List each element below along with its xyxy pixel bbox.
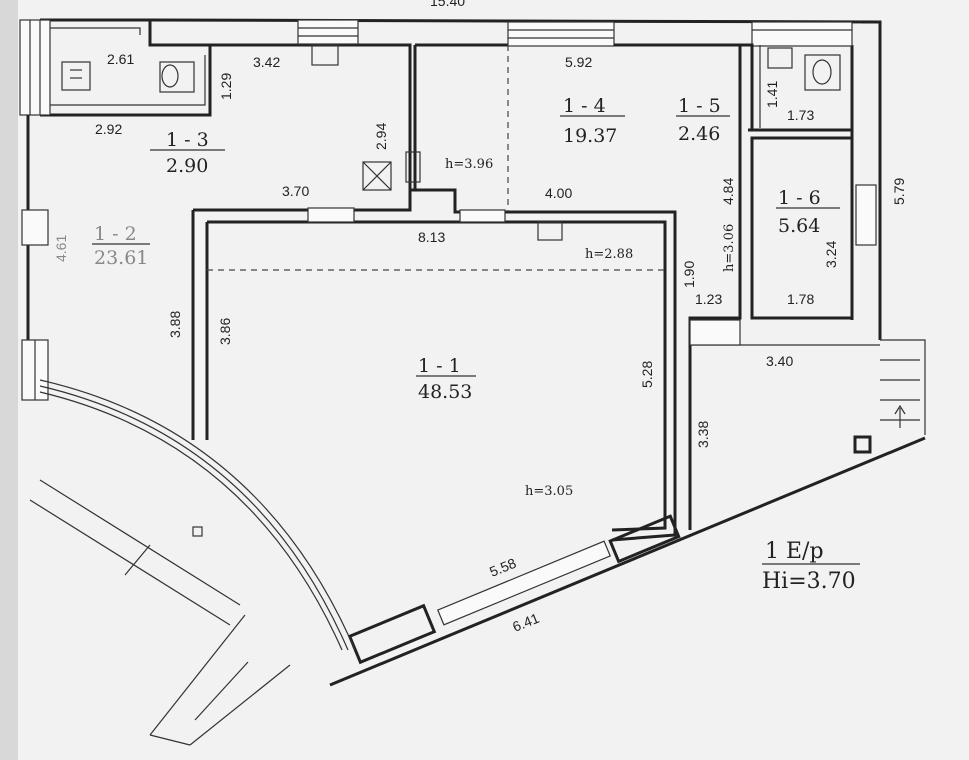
sink-left [61,61,91,91]
fixture-hall [537,221,563,241]
room-1-6-walls [750,136,854,320]
left-toilet-inner [50,27,206,106]
room-1-2-area: 23.61 [94,247,148,269]
dim-4-84: 4.84 [720,178,736,205]
dim-3-38: 3.38 [695,421,711,448]
top-window-3 [751,21,853,47]
dim-5-79: 5.79 [891,178,907,205]
left-window-1 [21,209,49,246]
entrance-steps [29,479,291,746]
dim-2-94: 2.94 [373,123,389,150]
vent-shaft-x2 [362,161,392,191]
dim-4-61: 4.61 [53,235,69,262]
dim-3-42: 3.42 [253,54,280,70]
room-1-4-area: 19.37 [563,125,617,147]
entrance-arrow-1 [124,544,151,576]
dim-3-70: 3.70 [282,183,309,199]
left-toilet-walls [40,18,212,117]
dim-5-28: 5.28 [639,361,655,388]
top-window-2 [507,21,615,47]
height-label: Hi=3.70 [762,569,856,594]
hall-walls [191,188,677,542]
curved-wall-inner [39,391,343,651]
room-1-5-area: 2.46 [678,123,720,145]
dim-5-92: 5.92 [565,54,592,70]
dim-2-92: 2.92 [95,121,122,137]
toilet-right-bowl [812,59,832,85]
dim-1-78: 1.78 [787,291,814,307]
dim-5-58: 5.58 [487,555,518,580]
stairs-arrowhead [894,404,906,415]
dim-3-40: 3.40 [766,353,793,369]
room-1-6-area: 5.64 [778,215,820,237]
hall-top-door [307,207,355,223]
stairs-right [880,339,926,435]
diagonal-pier-1 [347,603,437,665]
vent-grid [405,151,421,183]
dim-6-41: 6.41 [510,610,541,635]
dim-1-73: 1.73 [787,107,814,123]
dim-3-24: 3.24 [823,241,839,268]
sink-right [767,47,793,69]
vent-shaft [362,161,392,191]
column-left [192,526,203,537]
room-1-3-id: 1 - 3 [166,129,209,151]
room-1-1-id: 1 - 1 [418,355,461,377]
right-exterior-wall [862,20,882,340]
dim-3-86: 3.86 [217,318,233,345]
scan-shadow [0,0,18,760]
diagonal-pier-2 [608,514,681,564]
height-main-hall: h=3.05 [525,484,573,499]
toilet-right [804,54,841,91]
room-1-2-id: 1 - 2 [94,223,137,245]
curved-wall-mid [39,385,349,651]
room-1-6-id: 1 - 6 [778,187,821,209]
entrance-arrow-2 [194,661,249,721]
room-1-3-area: 2.90 [166,155,208,177]
passage-door [689,319,741,346]
dim-2-61: 2.61 [107,51,134,67]
dim-1-23: 1.23 [695,291,722,307]
fixture-top [311,44,339,66]
toilet-left [159,61,195,93]
column-right [853,435,872,454]
curved-wall-outer [39,379,356,651]
dim-1-90: 1.90 [681,261,697,288]
toilet-left-bowl [161,64,179,88]
room-1-4-id: 1 - 4 [563,95,606,117]
diagonal-outer-wall [329,436,926,687]
floor-label: 1 E/p [765,539,824,564]
left-toilet-window [19,19,51,116]
height-passage: h=3.06 [722,224,737,272]
dim-8-13: 8.13 [418,229,445,245]
overall-width-label: 15.40 [430,0,465,9]
diagonal-window [437,540,611,626]
room-1-6-window [855,184,877,246]
dim-3-88: 3.88 [167,311,183,338]
height-corridor: h=2.88 [585,247,633,262]
height-room-1-4: h=3.96 [445,157,493,172]
dim-4-00: 4.00 [545,185,572,201]
room-1-1-area: 48.53 [418,381,472,403]
room-1-5-id: 1 - 5 [678,95,721,117]
room-1-4-walls [413,43,754,192]
passage-walls [688,45,852,530]
dim-1-41: 1.41 [764,81,780,108]
dim-1-29: 1.29 [218,73,234,100]
top-window-1 [297,19,359,45]
hall-top-door-2 [459,209,506,223]
